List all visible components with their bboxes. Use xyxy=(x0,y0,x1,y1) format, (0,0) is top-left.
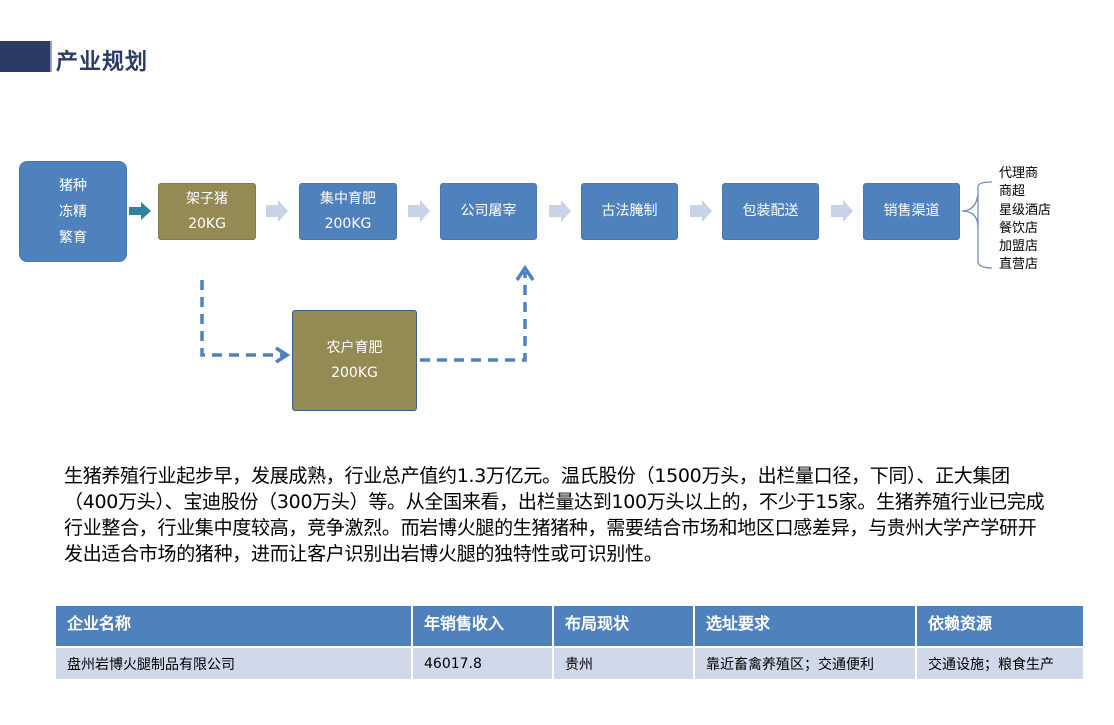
dashed-path-to-slaughter xyxy=(420,272,527,362)
node-slaughter: 公司屠宰 xyxy=(440,183,537,240)
arrow-slaughter-to-cure xyxy=(549,200,571,222)
table-cell: 46017.8 xyxy=(413,646,554,679)
arrow-start-to-frame xyxy=(129,202,151,220)
channel-item: 餐饮店 xyxy=(999,220,1039,236)
node-breeding-line-1: 猪种 xyxy=(59,177,87,194)
table-cell: 交通设施；粮食生产 xyxy=(917,646,1083,679)
channel-item: 星级酒店 xyxy=(999,202,1052,218)
industry-paragraph: 生猪养殖行业起步早，发展成熟，行业总产值约1.3万亿元。温氏股份（1500万头，… xyxy=(64,465,1045,565)
title-accent-bar xyxy=(0,41,50,72)
arrow-frame-to-feed xyxy=(266,200,288,222)
table-cell: 靠近畜禽养殖区；交通便利 xyxy=(695,646,917,679)
node-farmer-fattening-label: 农户育肥 xyxy=(326,339,383,356)
dashed-arrowhead-to-slaughter xyxy=(515,264,535,281)
node-farmer-fattening-weight: 200KG xyxy=(331,364,378,381)
channel-item: 代理商 xyxy=(999,166,1039,181)
node-breeding: 猪种 冻精 繁育 xyxy=(19,161,127,262)
node-frame-pig-label: 架子猪 xyxy=(186,190,228,207)
arrow-cure-to-pack xyxy=(690,200,712,222)
node-packaging: 包装配送 xyxy=(722,183,819,240)
dashed-path-to-farm xyxy=(200,280,284,357)
table-cell: 盘州岩博火腿制品有限公司 xyxy=(56,646,413,679)
node-curing: 古法腌制 xyxy=(581,183,678,240)
channel-item: 商超 xyxy=(999,184,1026,200)
table-header: 企业名称 xyxy=(56,606,413,646)
node-breeding-line-3: 繁育 xyxy=(59,229,87,246)
channels-bracket xyxy=(961,181,993,269)
channel-item: 直营店 xyxy=(999,257,1039,273)
page-title: 产业规划 xyxy=(56,49,149,75)
node-curing-label: 古法腌制 xyxy=(601,203,658,219)
node-central-fattening: 集中育肥 200KG xyxy=(299,183,397,240)
dashed-arrowhead-to-farm xyxy=(275,346,291,364)
node-central-fattening-label: 集中育肥 xyxy=(320,190,376,207)
node-sales-channels-label: 销售渠道 xyxy=(883,203,940,219)
arrow-feed-to-slaughter xyxy=(408,200,430,222)
table-header: 布局现状 xyxy=(554,606,695,646)
title-divider xyxy=(50,41,52,72)
channel-list: 代理商 商超 星级酒店 餐饮店 加盟店 直营店 xyxy=(999,165,1051,275)
arrow-pack-to-sales xyxy=(831,200,853,222)
node-farmer-fattening: 农户育肥 200KG xyxy=(292,310,417,411)
node-frame-pig-weight: 20KG xyxy=(188,215,226,232)
table-header-row: 企业名称 年销售收入 布局现状 选址要求 依赖资源 xyxy=(56,606,1083,646)
node-slaughter-label: 公司屠宰 xyxy=(460,203,517,219)
node-frame-pig: 架子猪 20KG xyxy=(158,183,256,240)
node-central-fattening-weight: 200KG xyxy=(324,215,372,232)
table-cell: 贵州 xyxy=(554,646,695,679)
table-header: 年销售收入 xyxy=(413,606,554,646)
node-packaging-label: 包装配送 xyxy=(742,203,799,219)
node-sales-channels: 销售渠道 xyxy=(863,183,960,240)
company-table: 企业名称 年销售收入 布局现状 选址要求 依赖资源 盘州岩博火腿制品有限公司 4… xyxy=(56,606,1083,679)
table-header: 依赖资源 xyxy=(917,606,1083,646)
channel-item: 加盟店 xyxy=(999,239,1039,255)
node-breeding-line-2: 冻精 xyxy=(59,203,87,220)
table-row: 盘州岩博火腿制品有限公司 46017.8 贵州 靠近畜禽养殖区；交通便利 交通设… xyxy=(56,646,1083,679)
table-header: 选址要求 xyxy=(695,606,917,646)
